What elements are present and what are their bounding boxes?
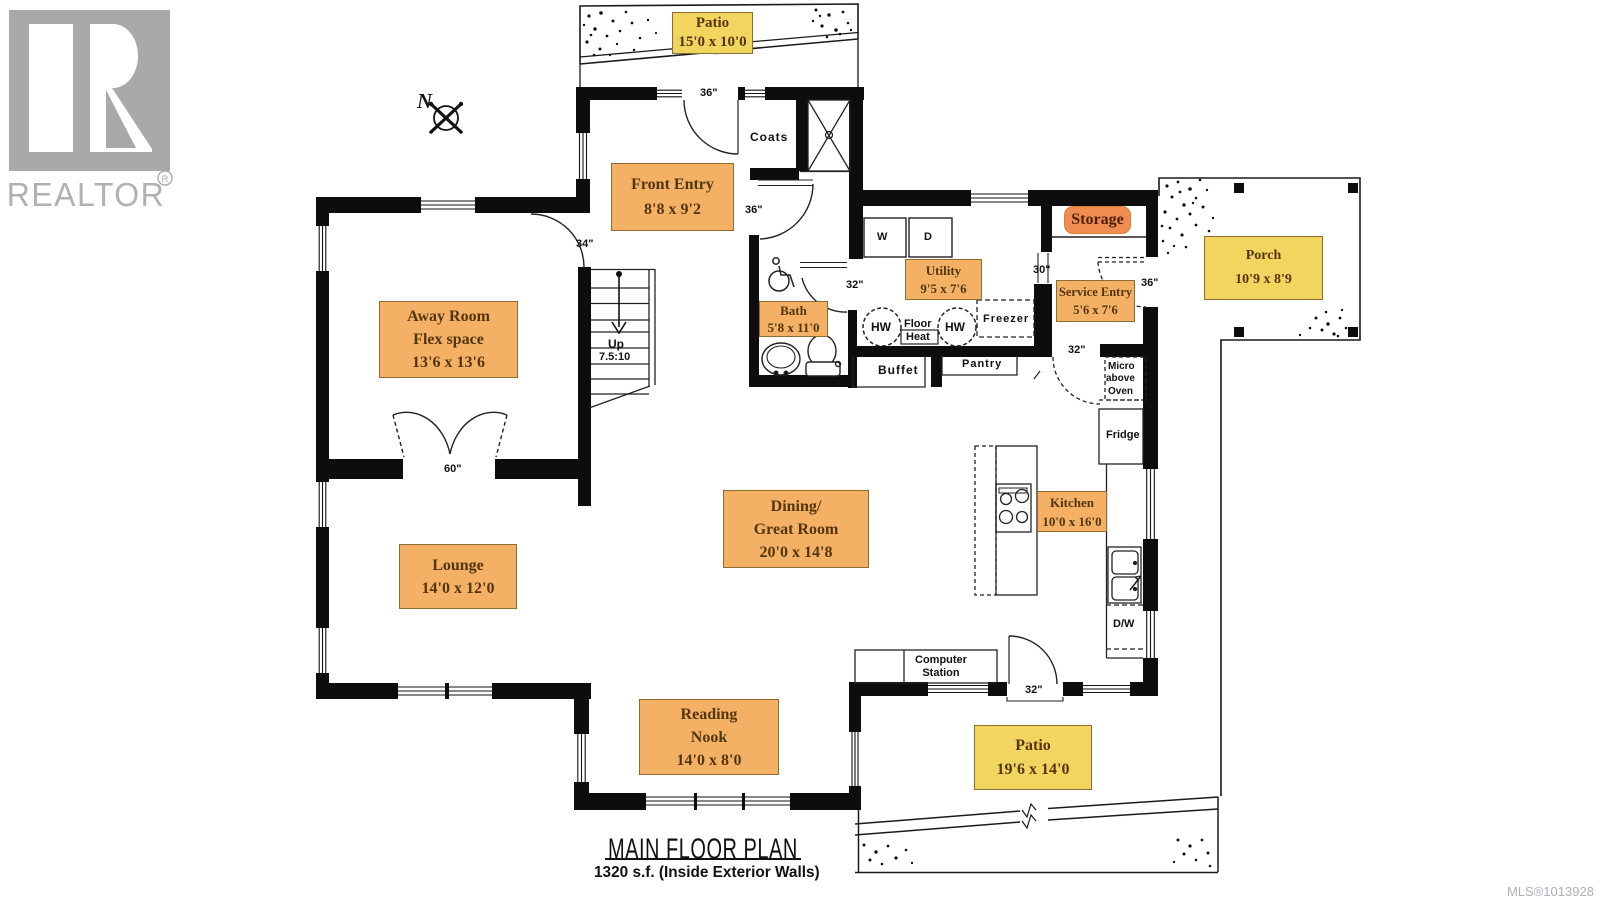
svg-text:R: R xyxy=(162,174,169,185)
svg-text:N: N xyxy=(416,89,433,113)
svg-text:REALTOR: REALTOR xyxy=(7,177,165,214)
